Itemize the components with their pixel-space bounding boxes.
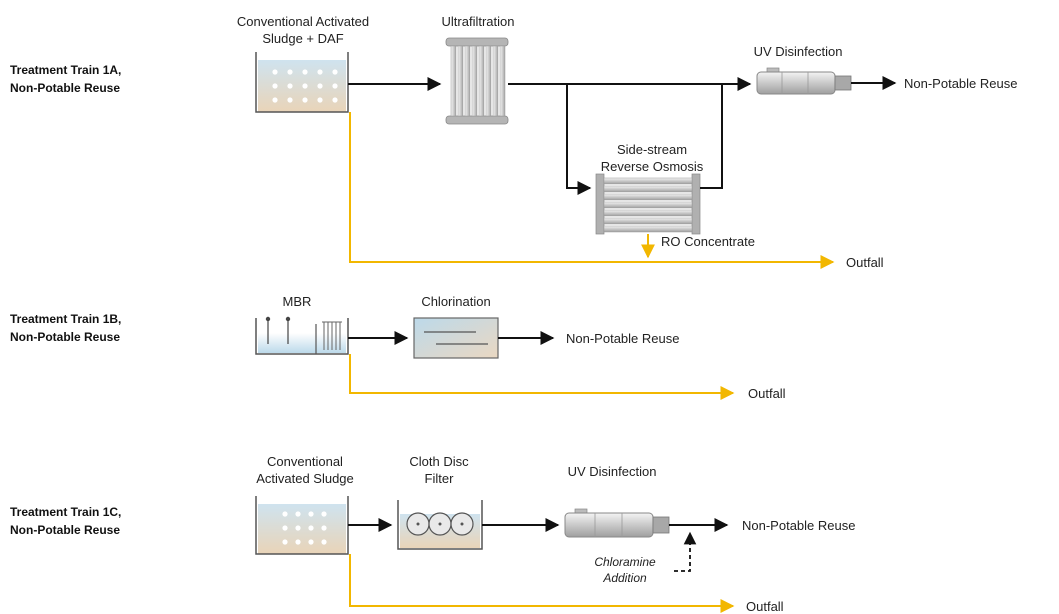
flow-line-ro-branch-in [566,84,592,195]
train-1c-title-line1: Treatment Train 1C, [10,505,121,519]
ro-label-line2: Reverse Osmosis [601,159,704,174]
train-1b-title-line2: Non-Potable Reuse [10,330,120,344]
mbr-label: MBR [283,294,312,309]
cas-daf-label-line2: Sludge + DAF [262,31,343,46]
uv-reactor-1a-icon [756,67,852,95]
uv-1c-label: UV Disinfection [568,464,657,479]
reuse-1a-label: Non-Potable Reuse [904,76,1017,91]
outfall-1b-label: Outfall [748,386,786,401]
cloth-disc-filter-icon [397,500,483,550]
reverse-osmosis-icon [595,173,701,235]
cloth-disc-label-line1: Cloth Disc [409,454,469,469]
outfall-1c-label: Outfall [746,599,784,614]
ultrafiltration-icon [445,37,509,125]
uv-1a-label: UV Disinfection [754,44,843,59]
ultrafiltration-label: Ultrafiltration [442,14,515,29]
chloramine-addition-line [674,531,697,572]
cas-daf-tank-icon [255,52,349,113]
cas-label-line2: Activated Sludge [256,471,354,486]
train-1b-title-line1: Treatment Train 1B, [10,312,121,326]
ro-label-line1: Side-stream [617,142,687,157]
train-1c: Treatment Train 1C, Non-Potable Reuse Co… [10,454,855,614]
train-1a-title-line2: Non-Potable Reuse [10,81,120,95]
chloramine-label-line1: Chloramine [594,555,656,569]
train-1a-title-line1: Treatment Train 1A, [10,63,121,77]
reuse-1c-label: Non-Potable Reuse [742,518,855,533]
cas-tank-icon [255,496,349,555]
uv-reactor-1c-icon [564,508,670,538]
ro-concentrate-label: RO Concentrate [661,234,755,249]
outfall-1a-label: Outfall [846,255,884,270]
cas-label-line1: Conventional [267,454,343,469]
cloth-disc-label-line2: Filter [425,471,455,486]
cas-daf-label-line1: Conventional Activated [237,14,369,29]
outfall-line-1a [349,112,835,269]
train-1a: Treatment Train 1A, Non-Potable Reuse Co… [10,14,1017,270]
reuse-1b-label: Non-Potable Reuse [566,331,679,346]
chlorination-label: Chlorination [421,294,490,309]
train-1b: Treatment Train 1B, Non-Potable Reuse MB… [10,294,786,401]
chloramine-label-line2: Addition [602,571,647,585]
outfall-line-1c [349,554,735,613]
flow-line-ro-branch-out [700,84,723,189]
chlorination-basin-icon [413,317,499,359]
outfall-line-1b [349,354,735,400]
train-1c-title-line2: Non-Potable Reuse [10,523,120,537]
mbr-tank-icon [255,316,349,355]
